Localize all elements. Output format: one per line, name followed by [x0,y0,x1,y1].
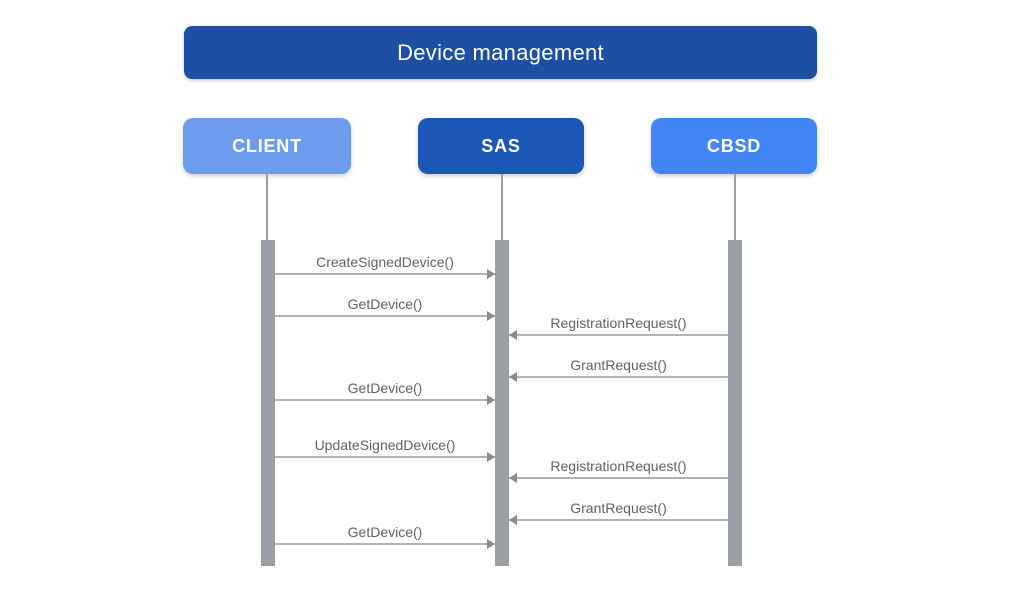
message-arrow [509,330,728,340]
message-arrow [275,311,495,321]
actor-client-label: CLIENT [232,135,302,156]
actor-cbsd: CBSD [651,118,817,174]
actor-cbsd-label: CBSD [706,135,762,156]
actor-sas: SAS [418,118,584,174]
message: GetDevice() [275,519,495,549]
diagram-title-label: Device management [397,39,604,65]
message: UpdateSignedDevice() [275,432,495,462]
message-arrow [275,452,495,462]
message-arrow [275,395,495,405]
message-label: GetDevice() [347,524,423,540]
actor-sas-label: SAS [481,135,521,156]
message-arrow [509,515,728,525]
message-label: RegistrationRequest() [550,458,687,474]
lifeline-sas [501,174,503,240]
message: CreateSignedDevice() [275,249,495,279]
lifeline-client [266,174,268,240]
message: RegistrationRequest() [509,453,728,483]
activation-bar-cbsd [728,240,742,566]
message: GrantRequest() [509,352,728,382]
message-label: GetDevice() [347,380,423,396]
message-label: GrantRequest() [570,357,667,373]
activation-bar-sas [495,240,509,566]
message-label: GrantRequest() [570,500,667,516]
message: GrantRequest() [509,495,728,525]
message: GetDevice() [275,375,495,405]
actor-client: CLIENT [183,118,351,174]
message-label: RegistrationRequest() [550,315,687,331]
message-label: GetDevice() [347,296,423,312]
message-arrow [509,473,728,483]
message-label: UpdateSignedDevice() [314,437,456,453]
message: GetDevice() [275,291,495,321]
message-arrow [275,269,495,279]
message: RegistrationRequest() [509,310,728,340]
diagram-title: Device management [184,26,817,79]
lifeline-cbsd [734,174,736,240]
message-label: CreateSignedDevice() [316,254,454,270]
message-arrow [275,539,495,549]
message-arrow [509,372,728,382]
activation-bar-client [261,240,275,566]
